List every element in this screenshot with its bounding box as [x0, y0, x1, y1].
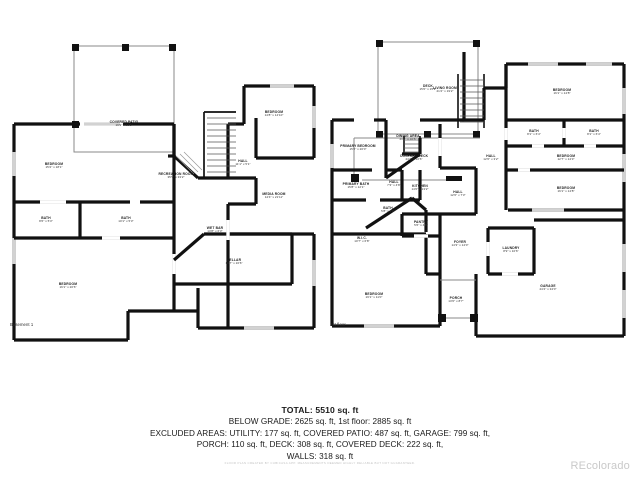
floor-plan-basement: COVERED PATIO 19'9" x 21'1" BEDROOM 15'2…	[8, 28, 320, 342]
area-summary: TOTAL: 5510 sq. ft BELOW GRADE: 2625 sq.…	[0, 404, 640, 463]
first-floor-plan-drawing	[330, 40, 626, 338]
patio-posts	[72, 44, 176, 128]
summary-excluded-areas-1: EXCLUDED AREAS: UTILITY: 177 sq. ft, COV…	[149, 428, 491, 438]
summary-walls: WALLS: 318 sq. ft	[286, 452, 354, 462]
summary-excluded-areas-2: PORCH: 110 sq. ft, DECK: 308 sq. ft, COV…	[196, 440, 444, 450]
plan-caption-first-floor: 1st floor	[330, 322, 346, 327]
summary-below-grade: BELOW GRADE: 2625 sq. ft, 1st floor: 288…	[228, 417, 412, 427]
floor-plan-first-floor: DECK 15'0" x 15'2" COVERED DECK 24'1" x …	[328, 28, 636, 340]
summary-total: TOTAL: 5510 sq. ft	[281, 405, 359, 415]
recolorado-watermark: REcolorado	[570, 460, 630, 472]
plan-caption-basement: Basement 1	[10, 322, 34, 327]
disclaimer-text: FLOOR PLAN CREATED BY CUBICASA APP. MEAS…	[224, 461, 416, 465]
basement-plan-drawing	[12, 44, 316, 342]
